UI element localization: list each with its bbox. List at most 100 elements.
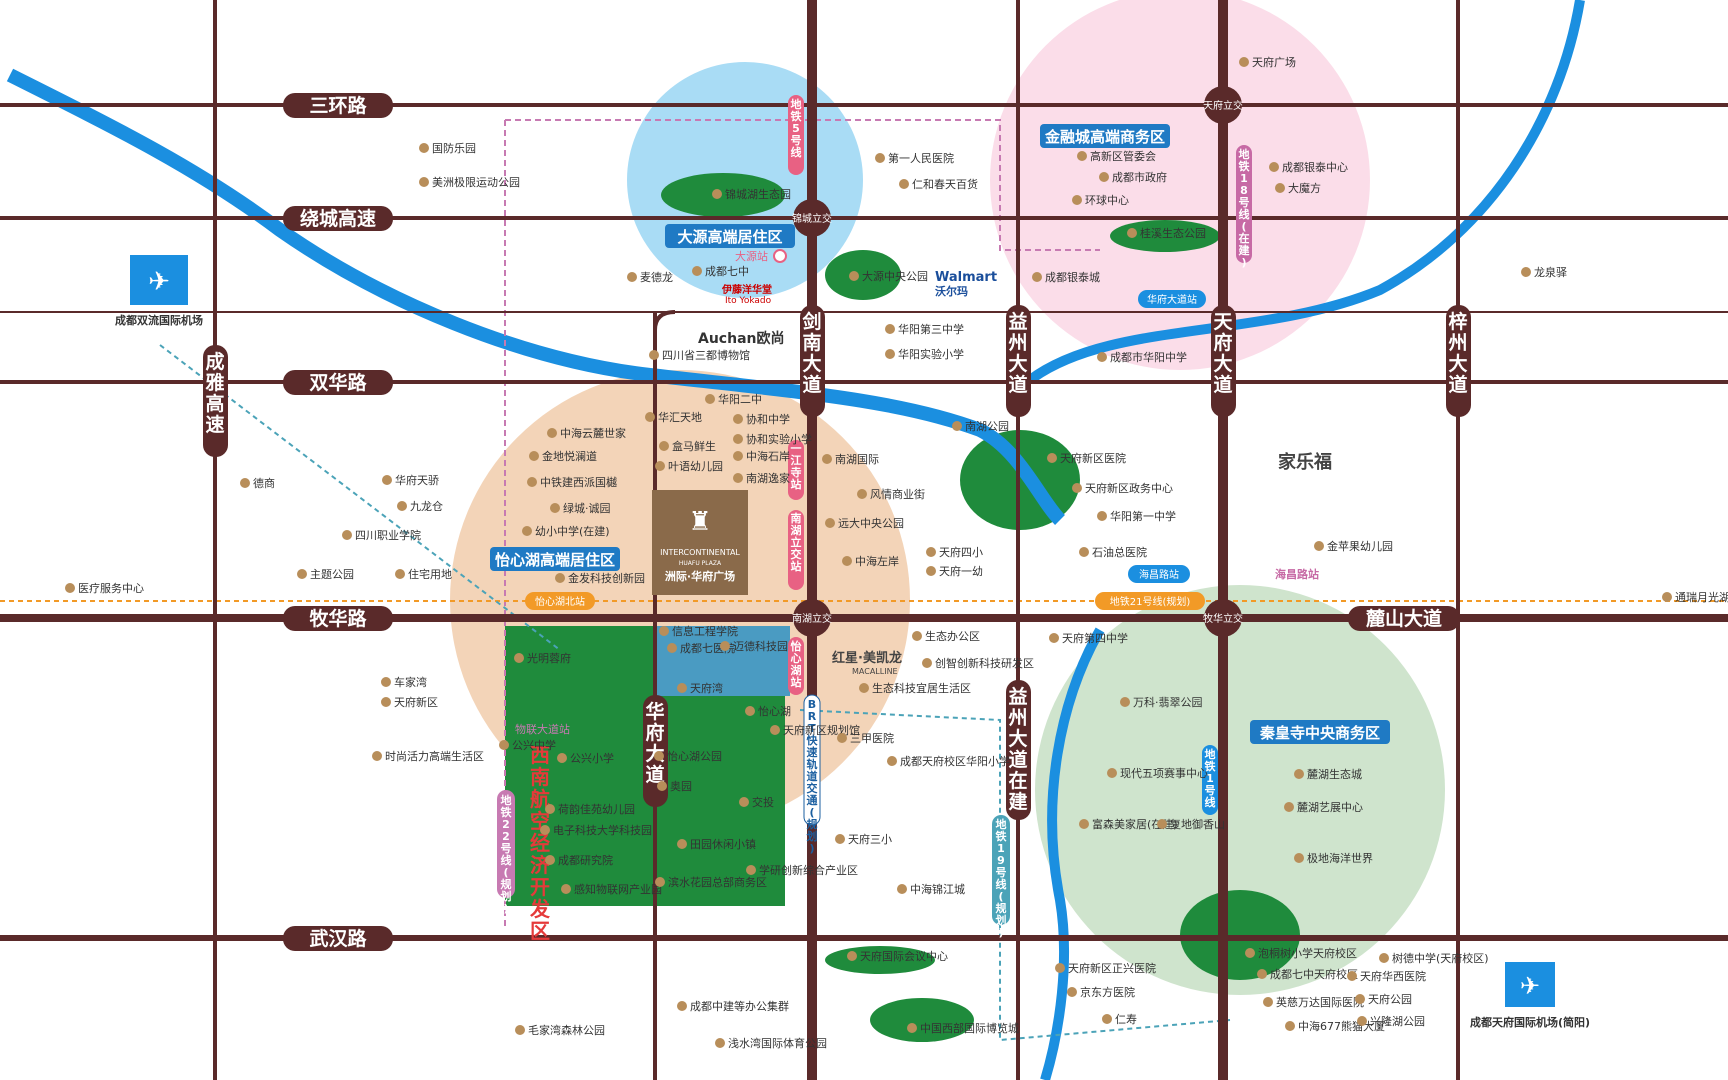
poi-marker-icon [645,412,655,422]
poi-marker-icon [733,414,743,424]
poi-label: 桂溪生态公园 [1140,226,1206,240]
poi-label: 麦德龙 [640,270,673,284]
poi-74: 学研创新综合产业区 [746,863,858,877]
svg-text:大源站: 大源站 [735,249,768,263]
poi-marker-icon [952,421,962,431]
poi-marker-icon [381,677,391,687]
poi-79: 三甲医院 [837,731,894,745]
poi-31: 中海石岸 [733,449,790,463]
poi-28: 协和中学 [733,412,790,426]
poi-marker-icon [397,501,407,511]
poi-marker-icon [885,349,895,359]
poi-label: 车家湾 [394,675,427,689]
poi-label: 光明蓉府 [527,651,571,665]
poi-label: 成都七中 [705,265,749,278]
poi-marker-icon [1079,547,1089,557]
svg-text:梓州大道: 梓州大道 [1448,310,1467,396]
poi-marker-icon [677,1001,687,1011]
poi-72: 交投 [739,795,774,809]
poi-43: 绿城·诚园 [550,501,611,515]
poi-marker-icon [1257,969,1267,979]
poi-label: 万科·翡翠公园 [1133,695,1203,709]
poi-label: 九龙仓 [410,499,443,513]
poi-37: 中海左岸 [842,554,899,568]
poi-label: 浅水湾国际体育公园 [728,1036,827,1050]
poi-marker-icon [649,350,659,360]
poi-27: 华汇天地 [645,410,702,424]
poi-label: 天府新区规划馆 [783,723,860,737]
poi-label: 京东方医院 [1080,985,1135,999]
poi-54: 光明蓉府 [514,651,571,665]
poi-marker-icon [1055,963,1065,973]
poi-102: 天府华西医院 [1347,969,1426,983]
poi-marker-icon [712,189,722,199]
poi-label: 中国西部国际博览城 [920,1021,1019,1035]
poi-label: 中海锦江城 [910,882,965,896]
poi-label: 麓湖生态城 [1307,767,1362,781]
poi-18: 华阳实验小学 [885,347,964,361]
poi-label: 泡桐树小学天府校区 [1258,946,1357,960]
poi-label: 大魔方 [1288,181,1321,195]
svg-text:怡心湖站: 怡心湖站 [791,639,802,689]
poi-label: 叶语幼儿园 [668,460,723,473]
intercontinental-project: ♜ INTERCONTINENTAL HUAFU PLAZA 洲际·华府广场 [652,490,748,595]
poi-100: 泡桐树小学天府校区 [1245,946,1357,960]
poi-label: 通瑞月光湖 [1675,590,1728,604]
poi-marker-icon [372,751,382,761]
poi-marker-icon [65,583,75,593]
poi-label: 天府新区政务中心 [1085,481,1173,495]
poi-19: 四川省三都博物馆 [649,348,750,362]
poi-106: 兴隆湖公园 [1357,1014,1425,1028]
svg-text:锦城立交: 锦城立交 [792,212,832,225]
road-label-muhua: 牧华路 [283,606,393,631]
poi-42: 中铁建西派国樾 [527,475,617,489]
airplane-icon: ✈ [1520,972,1540,1000]
macalline-en: MACALLINE [852,667,898,676]
poi-label: 复地御香山 [1170,817,1225,831]
poi-label: 环球中心 [1085,193,1129,207]
poi-marker-icon [1662,592,1672,602]
poi-label: 英慈万达国际医院 [1276,995,1364,1009]
poi-57: 时尚活力高端生活区 [372,749,484,763]
district-dayuan: 大源高端居住区 [665,224,795,248]
poi-52: 医疗服务中心 [65,581,144,595]
auchan-logo: Auchan欧尚 [698,330,784,347]
poi-marker-icon [1157,819,1167,829]
poi-marker-icon [550,503,560,513]
svg-text:华府大道: 华府大道 [645,700,664,786]
poi-32: 叶语幼儿园 [655,460,723,473]
poi-marker-icon [561,884,571,894]
poi-label: 公兴中学 [512,738,556,752]
poi-label: 滨水花园总部商务区 [668,875,767,889]
poi-label: 四川省三都博物馆 [662,348,750,362]
poi-label: 天府华西医院 [1360,969,1426,983]
poi-label: 石油总医院 [1092,545,1147,559]
poi-80: 成都天府校区华阳小学 [887,754,1010,768]
poi-label: 成都银泰中心 [1282,160,1348,174]
poi-label: 天府新区正兴医院 [1068,961,1156,975]
river-main [6,68,1066,525]
poi-label: 成都银泰城 [1045,270,1100,284]
poi-label: 住宅用地 [408,567,452,581]
poi-marker-icon [857,489,867,499]
poi-76: 生态办公区 [912,629,980,643]
poi-104: 天府公园 [1355,992,1412,1006]
airport-shuangliu: ✈ 成都双流国际机场 [115,255,203,327]
poi-78: 生态科技宜居生活区 [859,681,971,695]
poi-marker-icon [739,797,749,807]
poi-56: 天府新区 [381,695,438,709]
poi-label: 天府新区医院 [1060,451,1126,465]
poi-2: 锦城湖生态园 [712,187,791,201]
poi-label: 绿城·诚园 [563,501,611,515]
poi-marker-icon [1077,151,1087,161]
svg-text:南湖立交站: 南湖立交站 [791,511,802,573]
poi-marker-icon [1107,768,1117,778]
poi-marker-icon [515,1025,525,1035]
airplane-icon: ✈ [148,267,170,297]
poi-marker-icon [1294,853,1304,863]
poi-label: 天府公园 [1368,992,1412,1006]
